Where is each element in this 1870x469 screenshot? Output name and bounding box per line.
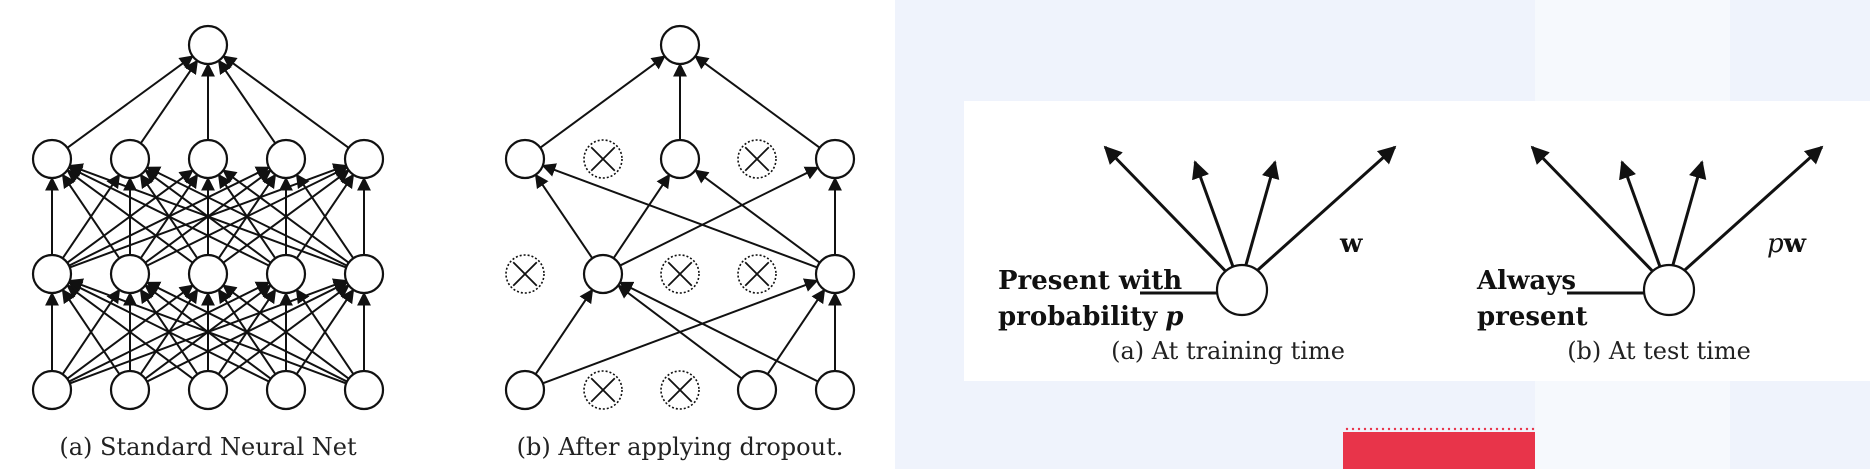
red-block xyxy=(1343,432,1535,469)
edge xyxy=(619,166,820,267)
edge xyxy=(295,288,355,375)
active-node xyxy=(504,138,546,180)
edge xyxy=(145,166,348,267)
edge xyxy=(694,55,821,149)
hidden1-node xyxy=(343,253,385,295)
label-always: Always xyxy=(1476,266,1576,296)
edge xyxy=(534,173,594,259)
active-node xyxy=(814,253,856,295)
edge xyxy=(534,288,594,375)
dropped-node xyxy=(583,139,623,179)
edge xyxy=(217,59,277,144)
dropped-node xyxy=(660,370,700,410)
active-node xyxy=(659,138,701,180)
output-arrow xyxy=(1530,145,1669,288)
dropped-node xyxy=(583,370,623,410)
edge xyxy=(66,169,194,264)
hidden1-node xyxy=(265,253,307,295)
edge xyxy=(612,173,671,259)
caption-test-time: (b) At test time xyxy=(1567,337,1751,365)
edge xyxy=(67,166,270,267)
edge xyxy=(222,55,350,149)
hidden2-node xyxy=(109,138,151,180)
output-arrow xyxy=(1103,145,1242,288)
dropped-node xyxy=(737,254,777,294)
weight-label-w: w xyxy=(1339,229,1363,259)
dropped-node xyxy=(505,254,545,294)
edge xyxy=(139,59,199,144)
weight-label-pw: pw xyxy=(1767,229,1807,259)
output-arrow xyxy=(1238,145,1397,288)
active-node xyxy=(814,138,856,180)
caption-training-time: (a) At training time xyxy=(1111,337,1345,365)
hidden2-node xyxy=(343,138,385,180)
active-node xyxy=(504,369,546,411)
input-node xyxy=(343,369,385,411)
dropout-net-diagram xyxy=(504,24,856,411)
output-arrow xyxy=(1619,160,1669,287)
unit-node xyxy=(1642,263,1696,317)
unit-node xyxy=(1215,263,1269,317)
dropped-node xyxy=(737,139,777,179)
edge xyxy=(145,281,348,383)
caption-dropout-net: (b) After applying dropout. xyxy=(517,433,844,461)
hidden1-node xyxy=(109,253,151,295)
edge xyxy=(617,284,743,380)
hidden2-node xyxy=(265,138,307,180)
input-node xyxy=(109,369,151,411)
edge xyxy=(541,163,818,269)
edge xyxy=(68,163,347,269)
edge xyxy=(539,55,666,149)
output-arrow xyxy=(1665,145,1824,288)
hidden1-node xyxy=(187,253,229,295)
output-node xyxy=(187,24,229,66)
hidden2-node xyxy=(187,138,229,180)
edge xyxy=(61,173,121,259)
active-node xyxy=(736,369,778,411)
standard-neural-net-diagram xyxy=(31,24,385,411)
edge xyxy=(618,281,819,383)
red-block-dots xyxy=(1343,425,1535,437)
input-node xyxy=(187,369,229,411)
hidden1-node xyxy=(31,253,73,295)
edge xyxy=(295,173,355,259)
caption-standard-net: (a) Standard Neural Net xyxy=(59,433,357,461)
output-arrow xyxy=(1192,160,1242,287)
edge xyxy=(67,281,270,383)
test-time-unit xyxy=(1530,145,1824,317)
input-node xyxy=(31,369,73,411)
dropped-node xyxy=(660,254,700,294)
hidden2-node xyxy=(31,138,73,180)
active-node xyxy=(659,24,701,66)
input-node xyxy=(265,369,307,411)
edge xyxy=(66,284,194,380)
active-node xyxy=(814,369,856,411)
edge xyxy=(694,169,821,264)
label-present: present xyxy=(1477,302,1588,332)
edge xyxy=(61,288,121,375)
label-present-with: Present with xyxy=(998,266,1182,296)
edge xyxy=(222,169,350,264)
edge xyxy=(222,284,350,380)
edge xyxy=(66,55,194,149)
training-time-unit xyxy=(1103,145,1397,317)
edge xyxy=(68,278,347,385)
active-node xyxy=(582,253,624,295)
